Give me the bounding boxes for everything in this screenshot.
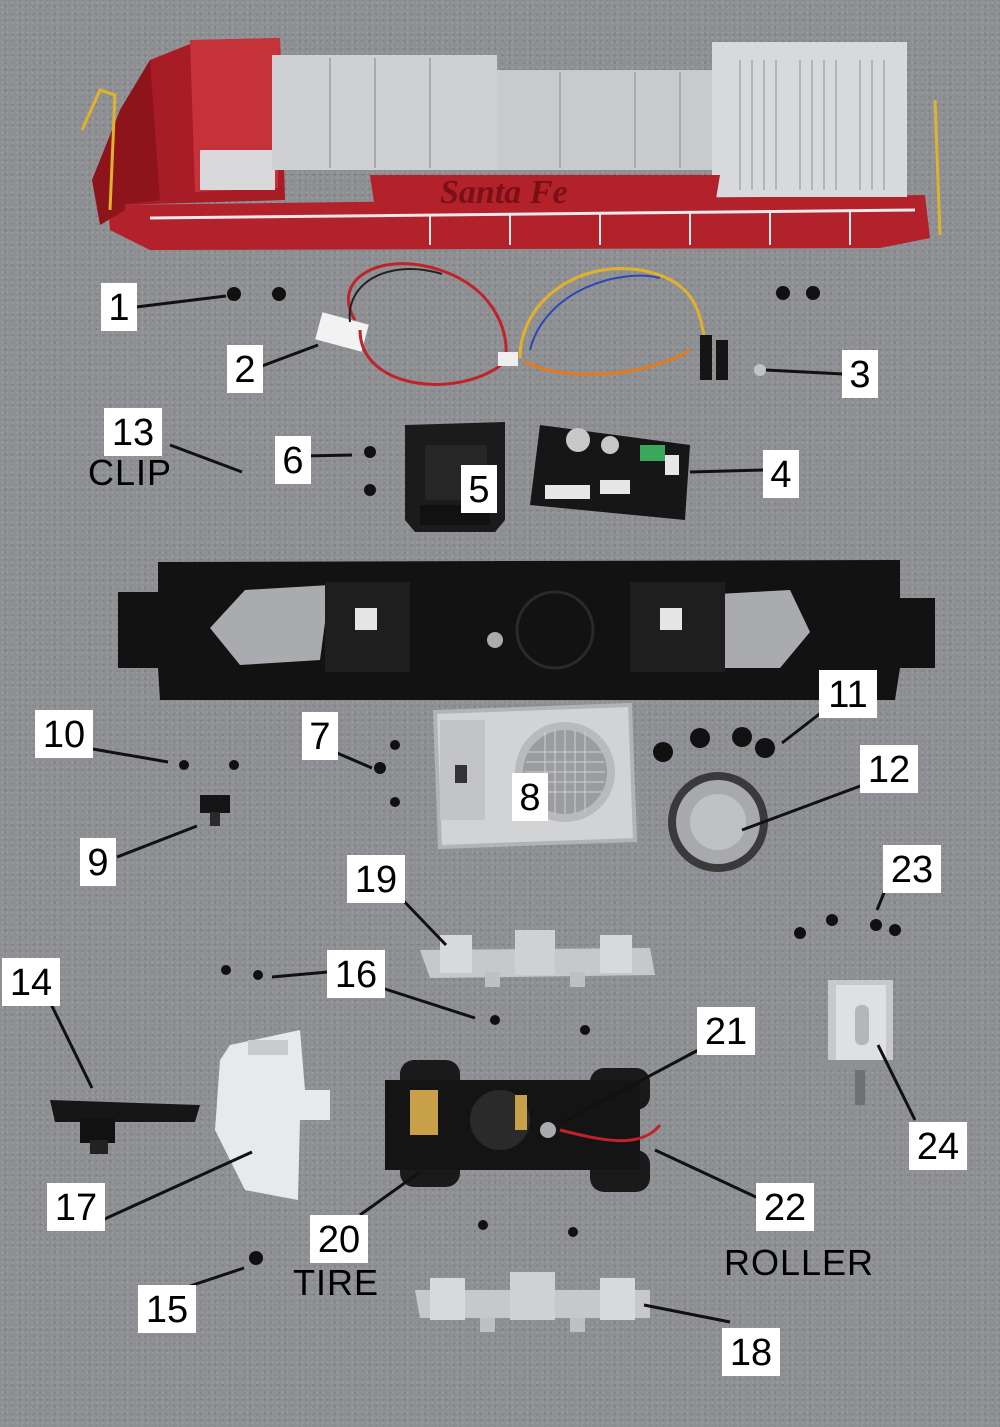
label-5: 5 [461,465,497,513]
part-6-screws [364,446,376,496]
leader-4 [689,468,766,474]
label-15: 15 [138,1285,196,1333]
part-3-lamp-wire-harness [518,267,766,380]
label-20: 20 [310,1215,368,1263]
part-9-switch [200,795,230,826]
leader-15 [189,1266,245,1288]
part-14-coupler [50,1100,200,1154]
leader-16b [381,986,476,1020]
part-15-screw [249,1251,263,1265]
leader-19 [396,893,448,947]
part-19-truck-side-frame [420,930,655,987]
leader-13 [169,443,243,474]
label-13: 13 [104,408,162,456]
leader-20 [359,1170,421,1217]
leader-2 [261,343,319,368]
part-2-led-board-with-wires [315,262,518,386]
label-11: 11 [819,670,877,718]
locomotive-shell: Santa Fe [80,38,942,250]
label-22: 22 [756,1183,814,1231]
leader-22 [654,1148,759,1200]
leader-24 [876,1044,917,1121]
part-1-lamp-holders [227,286,820,301]
label-1: 1 [101,283,137,331]
part-16-screws [221,965,590,1035]
word-roller: ROLLER [724,1242,875,1283]
label-24: 24 [909,1122,967,1170]
leader-21 [562,1046,703,1124]
leader-18 [643,1303,731,1324]
label-7: 7 [302,712,338,760]
leader-17 [97,1150,253,1224]
word-clip: CLIP [88,452,173,493]
label-9: 9 [80,838,116,886]
label-23: 23 [883,845,941,893]
label-16: 16 [327,950,385,998]
part-10-screws [179,760,239,770]
leader-6 [303,453,353,458]
part-23-screws [794,914,901,939]
leader-lines [48,294,917,1324]
label-4: 4 [763,450,799,498]
part-7-screws [374,740,400,807]
leader-16a [271,970,329,979]
part-11-rubber-grommets [653,727,775,762]
label-2: 2 [227,345,263,393]
leader-12 [741,783,864,832]
label-8: 8 [512,773,548,821]
label-6: 6 [275,436,311,484]
label-18: 18 [722,1328,780,1376]
leader-14 [48,1001,94,1089]
part-20-power-truck [385,1060,662,1192]
label-17: 17 [47,1183,105,1231]
label-21: 21 [697,1007,755,1055]
row5-screws [478,1220,578,1237]
part-18-truck-side-frame [415,1272,650,1332]
part-24-motor [818,980,903,1105]
leader-3 [765,368,844,376]
part-17-truck-gear-cover [215,1030,330,1200]
label-19: 19 [347,855,405,903]
chassis-frame [118,560,935,700]
leader-11 [781,710,823,745]
label-12: 12 [860,745,918,793]
label-10: 10 [35,710,93,758]
label-14: 14 [2,958,60,1006]
part-12-speaker [668,772,768,872]
leader-9 [116,824,198,859]
shell-brand-text: Santa Fe [440,174,568,211]
word-tire: TIRE [293,1262,380,1303]
leader-1 [127,294,227,310]
leader-10 [86,746,169,764]
label-3: 3 [842,350,878,398]
part-4-circuit-board [530,425,690,520]
